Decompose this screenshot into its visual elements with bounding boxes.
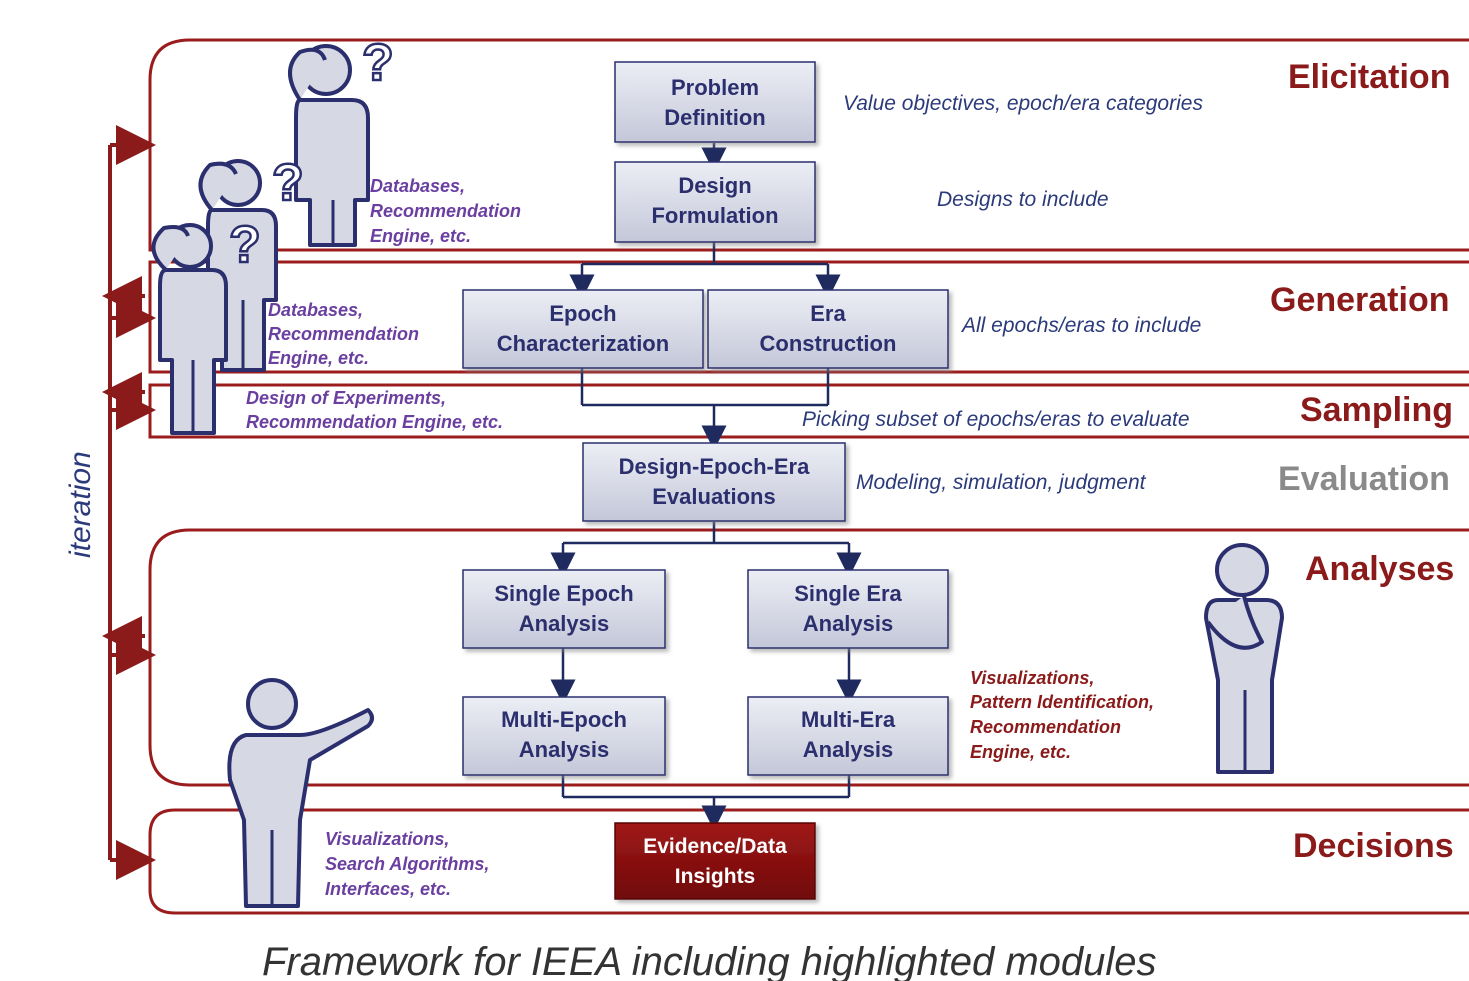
design-formulation-line2: Formulation (651, 203, 778, 228)
elicitation-tools-line3: Engine, etc. (370, 226, 471, 246)
era-construction-line1: Era (810, 301, 846, 326)
single-era-line2: Analysis (803, 611, 894, 636)
person-pointing-icon (227, 678, 374, 908)
question-mark-icon: ? (362, 34, 394, 92)
sampling-tools-line1: Design of Experiments, (246, 388, 446, 408)
note-modeling: Modeling, simulation, judgment (856, 471, 1147, 494)
evidence-line1: Evidence/Data (643, 835, 787, 858)
iteration-loop (102, 125, 156, 880)
single-era-analysis-box: Single Era Analysis (747, 569, 949, 649)
person-pondering-icon (1204, 543, 1284, 774)
generation-tools-line2: Recommendation (268, 324, 419, 344)
generation-tools-line3: Engine, etc. (268, 348, 369, 368)
note-designs-to-include: Designs to include (937, 188, 1109, 211)
analyses-tools-line4: Engine, etc. (970, 742, 1071, 762)
analyses-tools-line1: Visualizations, (970, 668, 1094, 688)
iteration-label: iteration (64, 451, 97, 558)
stage-label-decisions: Decisions (1293, 827, 1454, 865)
epoch-characterization-line1: Epoch (549, 301, 616, 326)
decisions-tools-line2: Search Algorithms, (325, 854, 489, 874)
decisions-tools-note: Visualizations, Search Algorithms, Inter… (325, 829, 489, 899)
design-formulation-line1: Design (678, 173, 751, 198)
question-mark-icon-2: ? (272, 154, 304, 212)
evidence-data-insights-box: Evidence/Data Insights (614, 822, 816, 900)
elicitation-tools-line2: Recommendation (370, 201, 521, 221)
era-construction-box: Era Construction (707, 289, 949, 369)
multi-epoch-analysis-box: Multi-Epoch Analysis (462, 696, 666, 776)
multi-epoch-line1: Multi-Epoch (501, 707, 627, 732)
problem-definition-line2: Definition (664, 105, 765, 130)
problem-definition-box: Problem Definition (614, 61, 816, 143)
multi-era-line1: Multi-Era (801, 707, 896, 732)
evaluations-line1: Design-Epoch-Era (619, 454, 810, 479)
evidence-line2: Insights (675, 865, 756, 888)
single-era-line1: Single Era (794, 581, 902, 606)
design-epoch-era-evaluations-box: Design-Epoch-Era Evaluations (582, 442, 846, 522)
figure-caption: Framework for IEEA including highlighted… (262, 940, 1157, 981)
stage-label-sampling: Sampling (1300, 391, 1453, 429)
single-epoch-analysis-box: Single Epoch Analysis (462, 569, 666, 649)
problem-definition-line1: Problem (671, 75, 759, 100)
single-epoch-line1: Single Epoch (494, 581, 633, 606)
multi-epoch-line2: Analysis (519, 737, 610, 762)
sampling-tools-line2: Recommendation Engine, etc. (246, 412, 503, 432)
note-value-objectives: Value objectives, epoch/era categories (843, 92, 1203, 115)
multi-era-analysis-box: Multi-Era Analysis (747, 696, 949, 776)
person-thinking-icon (288, 44, 370, 247)
flow-connectors (550, 143, 862, 831)
era-construction-line2: Construction (760, 331, 897, 356)
elicitation-tools-line1: Databases, (370, 176, 465, 196)
note-all-epochs-eras: All epochs/eras to include (960, 314, 1201, 337)
person-thinking-icon-3 (151, 223, 228, 435)
stage-label-evaluation: Evaluation (1278, 460, 1450, 498)
decisions-tools-line3: Interfaces, etc. (325, 879, 451, 899)
stage-label-elicitation: Elicitation (1288, 58, 1450, 96)
elicitation-tools-note: Databases, Recommendation Engine, etc. (370, 176, 521, 246)
sampling-tools-note: Design of Experiments, Recommendation En… (246, 388, 503, 432)
multi-era-line2: Analysis (803, 737, 894, 762)
decisions-tools-line1: Visualizations, (325, 829, 449, 849)
analyses-tools-line3: Recommendation (970, 717, 1121, 737)
stage-label-analyses: Analyses (1305, 550, 1454, 588)
note-picking-subset: Picking subset of epochs/eras to evaluat… (802, 408, 1190, 431)
stage-label-generation: Generation (1270, 281, 1449, 319)
generation-tools-note: Databases, Recommendation Engine, etc. (268, 300, 419, 368)
epoch-characterization-box: Epoch Characterization (462, 289, 704, 369)
single-epoch-line2: Analysis (519, 611, 610, 636)
generation-tools-line1: Databases, (268, 300, 363, 320)
evaluations-line2: Evaluations (652, 484, 775, 509)
elicitation-band (148, 38, 1469, 252)
analyses-tools-line2: Pattern Identification, (970, 692, 1154, 712)
design-formulation-box: Design Formulation (614, 161, 816, 243)
analyses-tools-note: Visualizations, Pattern Identification, … (970, 668, 1154, 762)
question-mark-icon-3: ? (229, 216, 261, 274)
epoch-characterization-line2: Characterization (497, 331, 669, 356)
